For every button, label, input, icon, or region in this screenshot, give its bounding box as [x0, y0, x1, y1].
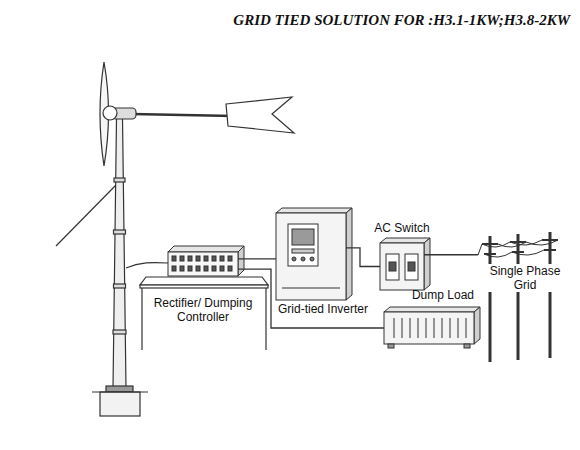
box-front	[168, 252, 238, 276]
vent	[204, 256, 208, 261]
button	[301, 257, 305, 261]
breaker	[405, 254, 418, 280]
utility-poles	[478, 232, 558, 362]
vent	[212, 266, 216, 271]
tower-ring	[114, 230, 126, 234]
controller-box: Rectifier/ Dumping Controller	[168, 252, 238, 276]
device-label: Rectifier/ Dumping Controller	[147, 296, 259, 324]
screen-panel	[288, 224, 318, 266]
vent	[188, 256, 192, 261]
controller-drawing	[168, 246, 244, 276]
tail-boom	[132, 114, 234, 116]
base-plate	[106, 386, 133, 392]
box-top	[276, 208, 352, 213]
vent	[228, 256, 232, 261]
vent	[188, 266, 192, 271]
breaker-toggle	[408, 262, 415, 271]
grid-wire	[482, 240, 542, 247]
box-top	[380, 238, 430, 243]
wire	[238, 269, 384, 328]
grid-area: Single Phase Grid	[478, 224, 572, 370]
inverter-drawing	[276, 208, 352, 300]
box-side	[424, 238, 430, 290]
crossbar	[544, 249, 556, 251]
grid-wire	[498, 240, 558, 247]
box-foot	[388, 344, 394, 348]
inverter-box: Grid-tied Inverter	[276, 213, 346, 300]
vent	[172, 256, 176, 261]
wire	[346, 248, 380, 267]
device-label: AC Switch	[362, 221, 442, 235]
tower-ring	[113, 330, 126, 334]
tail-fin	[226, 97, 294, 133]
vent	[212, 256, 216, 261]
button	[292, 257, 296, 261]
vent	[228, 266, 232, 271]
grid-wire	[484, 250, 544, 257]
diagram-title: GRID TIED SOLUTION FOR :H3.1-1KW;H3.8-2K…	[233, 12, 570, 29]
vent	[204, 266, 208, 271]
tower	[113, 118, 126, 388]
box-front	[380, 243, 424, 290]
tower-ring	[114, 284, 126, 288]
switch-drawing	[380, 238, 430, 290]
vent	[196, 256, 200, 261]
table-edge	[140, 285, 268, 288]
vent	[180, 256, 184, 261]
device-label: Single Phase Grid	[486, 264, 564, 292]
display-bar	[292, 249, 314, 253]
table-top	[140, 277, 268, 285]
button	[310, 257, 314, 261]
wind-turbine	[56, 62, 294, 416]
grid-wire	[478, 244, 482, 255]
turbine-cable	[126, 263, 168, 268]
vent	[172, 266, 176, 271]
box-top	[168, 246, 244, 252]
crossbar	[542, 239, 558, 241]
wire	[424, 254, 478, 255]
device-label: Grid-tied Inverter	[278, 302, 388, 316]
device-label: Dump Load	[404, 288, 474, 302]
vent-lines	[394, 318, 466, 338]
tower-ring	[114, 178, 125, 182]
guy-wire	[56, 184, 117, 246]
box-front	[384, 312, 474, 344]
vent	[220, 266, 224, 271]
box-side	[474, 307, 480, 344]
vent	[220, 256, 224, 261]
display	[292, 229, 314, 245]
bottom-band	[282, 288, 340, 289]
box-front	[276, 213, 346, 300]
breaker-toggle	[389, 262, 396, 271]
table-leg	[141, 288, 142, 350]
box-side	[238, 246, 244, 276]
switch-box: AC Switch	[380, 243, 424, 290]
vent	[180, 266, 184, 271]
box-top	[384, 307, 480, 312]
dump-load-box: Dump Load	[384, 312, 474, 344]
dump-load-drawing	[384, 307, 480, 348]
foundation	[100, 392, 140, 416]
table-leg	[265, 288, 266, 350]
table	[140, 277, 268, 350]
ground-line	[92, 391, 148, 392]
wire	[238, 258, 276, 259]
box-foot	[464, 344, 470, 348]
box-side	[346, 208, 352, 300]
vent	[196, 266, 200, 271]
rotor-hub	[103, 106, 117, 120]
breaker	[386, 254, 399, 280]
